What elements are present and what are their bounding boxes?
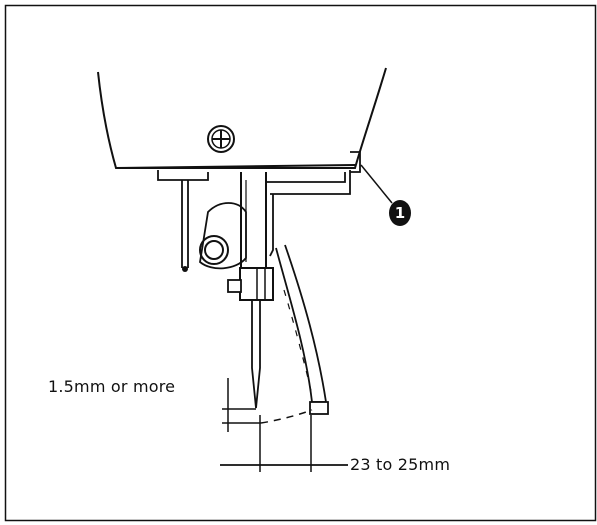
head-bottom-edge [115, 164, 356, 169]
guide-leg-dash [283, 289, 313, 396]
clearance-arc [260, 409, 313, 424]
guide-distance-label: 23 to 25mm [350, 455, 451, 474]
bracket-screw [350, 151, 361, 173]
thread-guide-rod-tip [182, 266, 188, 272]
needle-bar [240, 172, 267, 268]
needle-clamp-screw-icon [227, 279, 242, 293]
callout-leader [360, 164, 393, 204]
figure-border [4, 4, 597, 522]
head-screw-icon [207, 125, 235, 153]
guide-leg [275, 244, 328, 403]
presser-bar-bushing [157, 170, 209, 181]
needle-clearance-label: 1.5mm or more [48, 377, 176, 396]
needle-bar-clamp [199, 202, 247, 270]
guide-bracket [266, 170, 351, 257]
guide-foot [309, 401, 329, 415]
thread-guide-rod [181, 180, 189, 268]
callout-badge-1: 1 [389, 200, 411, 226]
machine-head [97, 67, 387, 169]
needle [251, 300, 261, 409]
clamp-screw-icon [199, 235, 229, 265]
